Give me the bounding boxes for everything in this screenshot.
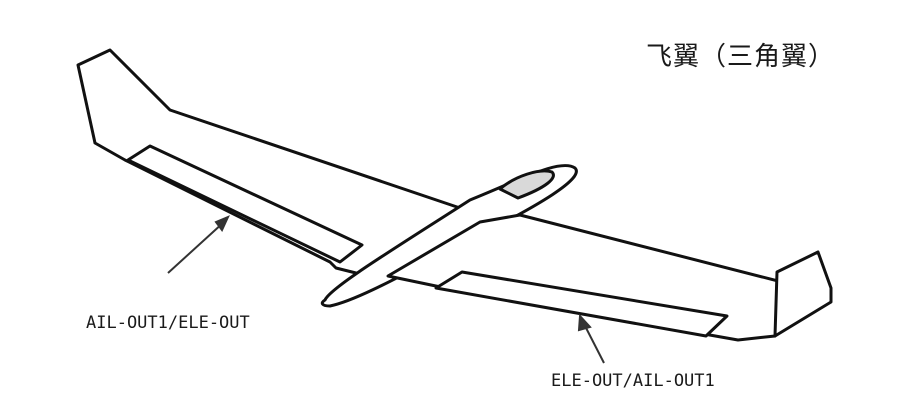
fuselage [320,164,578,308]
left-pointer-line [167,221,225,274]
left-elevon [126,144,364,264]
diagram-title: 飞翼（三角翼） [646,42,836,72]
right-pointer-arrowhead [577,313,592,332]
right-elevon-label: ELE-OUT/AIL-OUT1 [551,371,715,391]
right-elevon [434,270,729,338]
canopy [498,169,555,200]
right-winglet [773,250,833,338]
left-elevon-label: AIL-OUT1/ELE-OUT [86,313,250,333]
left-pointer-arrowhead [214,215,230,232]
